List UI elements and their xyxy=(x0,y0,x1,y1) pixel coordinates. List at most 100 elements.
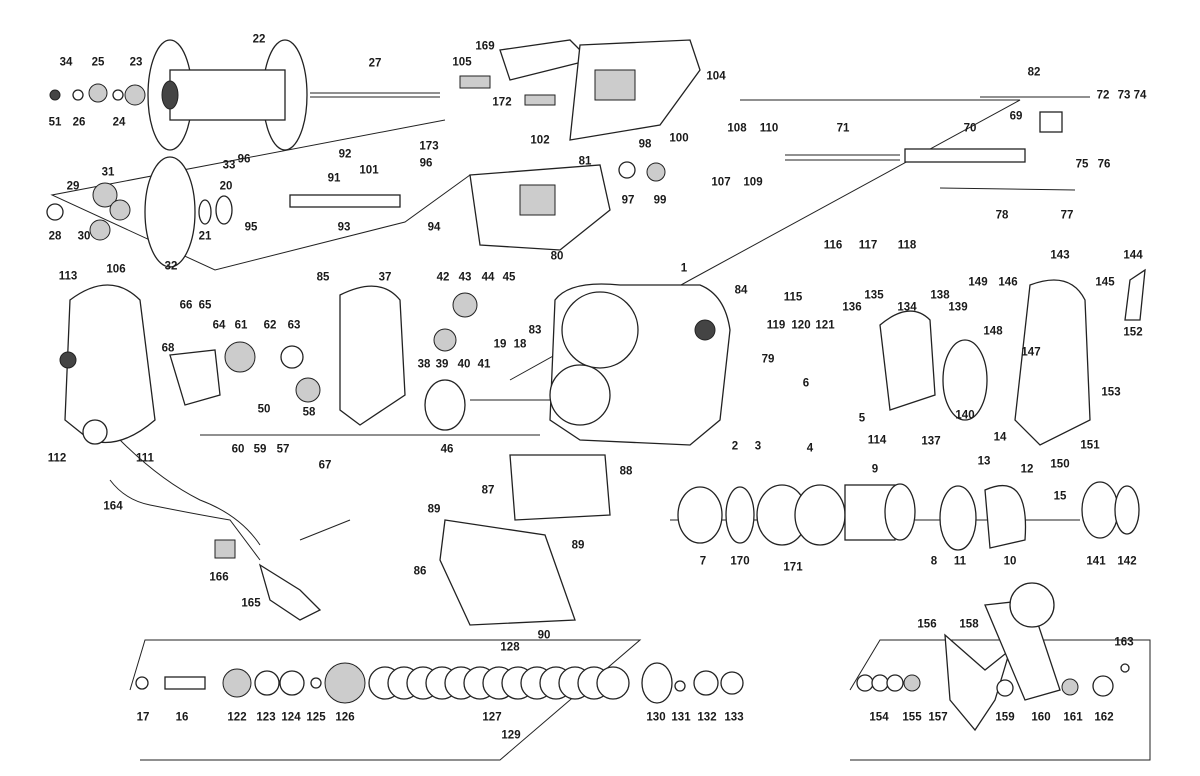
part-label-126: 126 xyxy=(335,711,355,724)
part-label-50: 50 xyxy=(257,403,271,416)
part-label-43: 43 xyxy=(458,271,472,284)
part-label-51: 51 xyxy=(48,116,62,129)
part-label-40: 40 xyxy=(457,358,471,371)
part-label-74: 74 xyxy=(1133,89,1147,102)
part-label-164: 164 xyxy=(103,500,123,513)
part-label-155: 155 xyxy=(902,711,922,724)
part-label-82: 82 xyxy=(1027,66,1041,79)
part-label-18: 18 xyxy=(513,338,527,351)
part-label-80: 80 xyxy=(550,250,564,263)
part-label-160: 160 xyxy=(1031,711,1051,724)
part-label-118: 118 xyxy=(897,239,917,252)
part-label-107: 107 xyxy=(711,176,731,189)
part-label-131: 131 xyxy=(671,711,691,724)
part-label-13: 13 xyxy=(977,455,991,468)
part-label-30: 30 xyxy=(77,230,91,243)
part-label-98: 98 xyxy=(638,138,652,151)
part-label-117: 117 xyxy=(858,239,878,252)
bottom-cover xyxy=(439,454,611,626)
main-frame xyxy=(549,283,731,446)
part-label-64: 64 xyxy=(212,319,226,332)
part-label-92: 92 xyxy=(338,148,352,161)
part-label-136: 136 xyxy=(842,301,862,314)
part-label-62: 62 xyxy=(263,319,277,332)
part-label-26: 26 xyxy=(72,116,86,129)
part-label-166: 166 xyxy=(209,571,229,584)
part-label-95: 95 xyxy=(244,221,258,234)
part-label-23: 23 xyxy=(129,56,143,69)
part-label-65: 65 xyxy=(198,299,212,312)
part-label-113: 113 xyxy=(58,270,78,283)
part-label-161: 161 xyxy=(1063,711,1083,724)
drag-washer-stack xyxy=(135,662,744,704)
part-label-58: 58 xyxy=(302,406,316,419)
part-label-108: 108 xyxy=(727,122,747,135)
part-label-19: 19 xyxy=(493,338,507,351)
part-label-31: 31 xyxy=(101,166,115,179)
part-label-159: 159 xyxy=(995,711,1015,724)
part-label-72: 72 xyxy=(1096,89,1110,102)
part-label-96a: 96 xyxy=(237,153,251,166)
part-label-39: 39 xyxy=(435,358,449,371)
part-label-68: 68 xyxy=(161,342,175,355)
part-label-38: 38 xyxy=(417,358,431,371)
part-label-29: 29 xyxy=(66,180,80,193)
part-label-79: 79 xyxy=(761,353,775,366)
top-cover-assembly xyxy=(459,39,701,141)
part-label-76: 76 xyxy=(1097,158,1111,171)
part-label-104: 104 xyxy=(706,70,726,83)
part-label-156: 156 xyxy=(917,618,937,631)
part-label-170: 170 xyxy=(730,555,750,568)
motor-assembly xyxy=(677,481,1140,551)
part-label-7: 7 xyxy=(699,555,707,568)
part-label-144: 144 xyxy=(1123,249,1143,262)
part-label-16: 16 xyxy=(175,711,189,724)
part-label-27: 27 xyxy=(368,57,382,70)
part-label-15: 15 xyxy=(1053,490,1067,503)
part-label-102: 102 xyxy=(530,134,550,147)
part-label-10: 10 xyxy=(1003,555,1017,568)
part-label-4: 4 xyxy=(806,442,814,455)
part-label-14: 14 xyxy=(993,431,1007,444)
part-label-84: 84 xyxy=(734,284,748,297)
part-label-91: 91 xyxy=(327,172,341,185)
part-label-124: 124 xyxy=(281,711,301,724)
part-label-157: 157 xyxy=(928,711,948,724)
part-label-94: 94 xyxy=(427,221,441,234)
part-label-22: 22 xyxy=(252,33,266,46)
part-label-87: 87 xyxy=(481,484,495,497)
part-label-89a: 89 xyxy=(427,503,441,516)
part-label-138: 138 xyxy=(930,289,950,302)
part-label-106: 106 xyxy=(106,263,126,276)
part-label-152: 152 xyxy=(1123,326,1143,339)
part-label-61: 61 xyxy=(234,319,248,332)
right-side-assembly xyxy=(879,268,1146,446)
part-label-158: 158 xyxy=(959,618,979,631)
part-label-128: 128 xyxy=(500,641,520,654)
part-label-99: 99 xyxy=(653,194,667,207)
part-label-133: 133 xyxy=(724,711,744,724)
part-label-171: 171 xyxy=(783,561,803,574)
part-label-149: 149 xyxy=(968,276,988,289)
part-label-86: 86 xyxy=(413,565,427,578)
part-label-89b: 89 xyxy=(571,539,585,552)
part-label-81: 81 xyxy=(578,155,592,168)
part-label-120: 120 xyxy=(791,319,811,332)
part-label-134: 134 xyxy=(897,301,917,314)
handle-assembly xyxy=(856,582,1130,732)
part-label-25: 25 xyxy=(91,56,105,69)
part-label-41: 41 xyxy=(477,358,491,371)
part-label-143: 143 xyxy=(1050,249,1070,262)
part-label-75: 75 xyxy=(1075,158,1089,171)
part-label-44: 44 xyxy=(481,271,495,284)
part-label-162: 162 xyxy=(1094,711,1114,724)
part-label-150: 150 xyxy=(1050,458,1070,471)
part-label-139: 139 xyxy=(948,301,968,314)
part-label-57: 57 xyxy=(276,443,290,456)
part-label-63: 63 xyxy=(287,319,301,332)
part-label-5: 5 xyxy=(858,412,866,425)
part-label-67: 67 xyxy=(318,459,332,472)
part-label-77: 77 xyxy=(1060,209,1074,222)
part-label-97: 97 xyxy=(621,194,635,207)
